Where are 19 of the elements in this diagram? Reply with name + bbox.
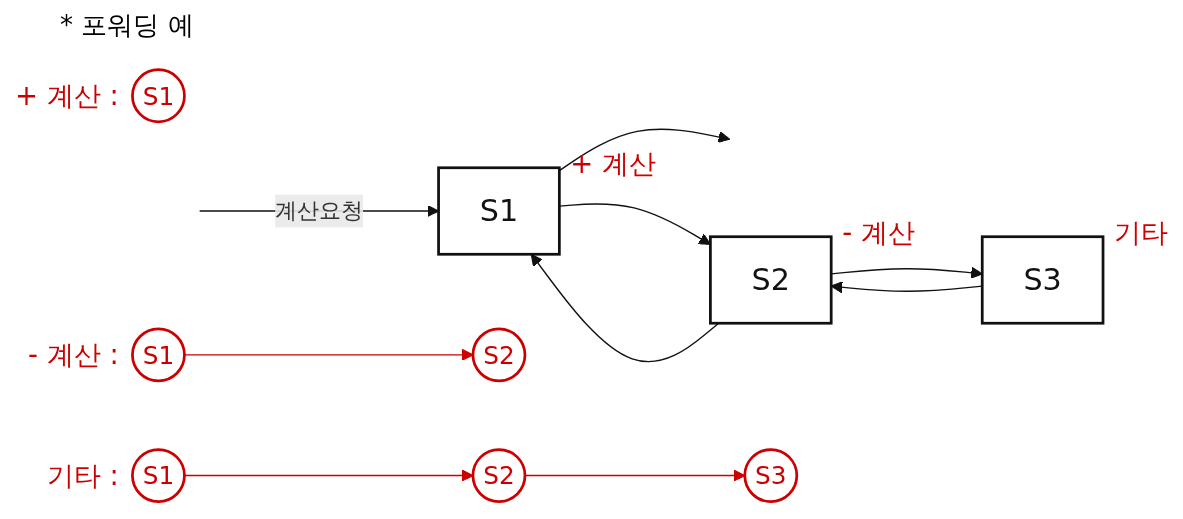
side-note: - 계산 : xyxy=(28,339,119,371)
node-circle: S2 xyxy=(471,448,527,504)
side-note: + 계산 xyxy=(570,148,657,180)
node-box: S2 xyxy=(709,235,833,325)
side-note: 기타 : xyxy=(46,460,119,492)
node-circle: S1 xyxy=(131,448,186,504)
node-circle: S1 xyxy=(131,327,186,383)
node-circle: S3 xyxy=(743,448,799,504)
side-note: - 계산 xyxy=(842,217,915,249)
side-note: 기타 xyxy=(1114,217,1168,249)
node-circle: S1 xyxy=(131,68,186,124)
node-circle: S2 xyxy=(471,327,527,383)
arrow xyxy=(558,128,731,172)
node-box: S1 xyxy=(437,166,561,256)
edge-label: 계산요청 xyxy=(275,197,364,224)
arrow xyxy=(530,254,720,363)
diagram-title: * 포워딩 예 xyxy=(60,9,194,42)
side-note: + 계산 : xyxy=(15,80,119,112)
node-box: S3 xyxy=(980,235,1105,325)
